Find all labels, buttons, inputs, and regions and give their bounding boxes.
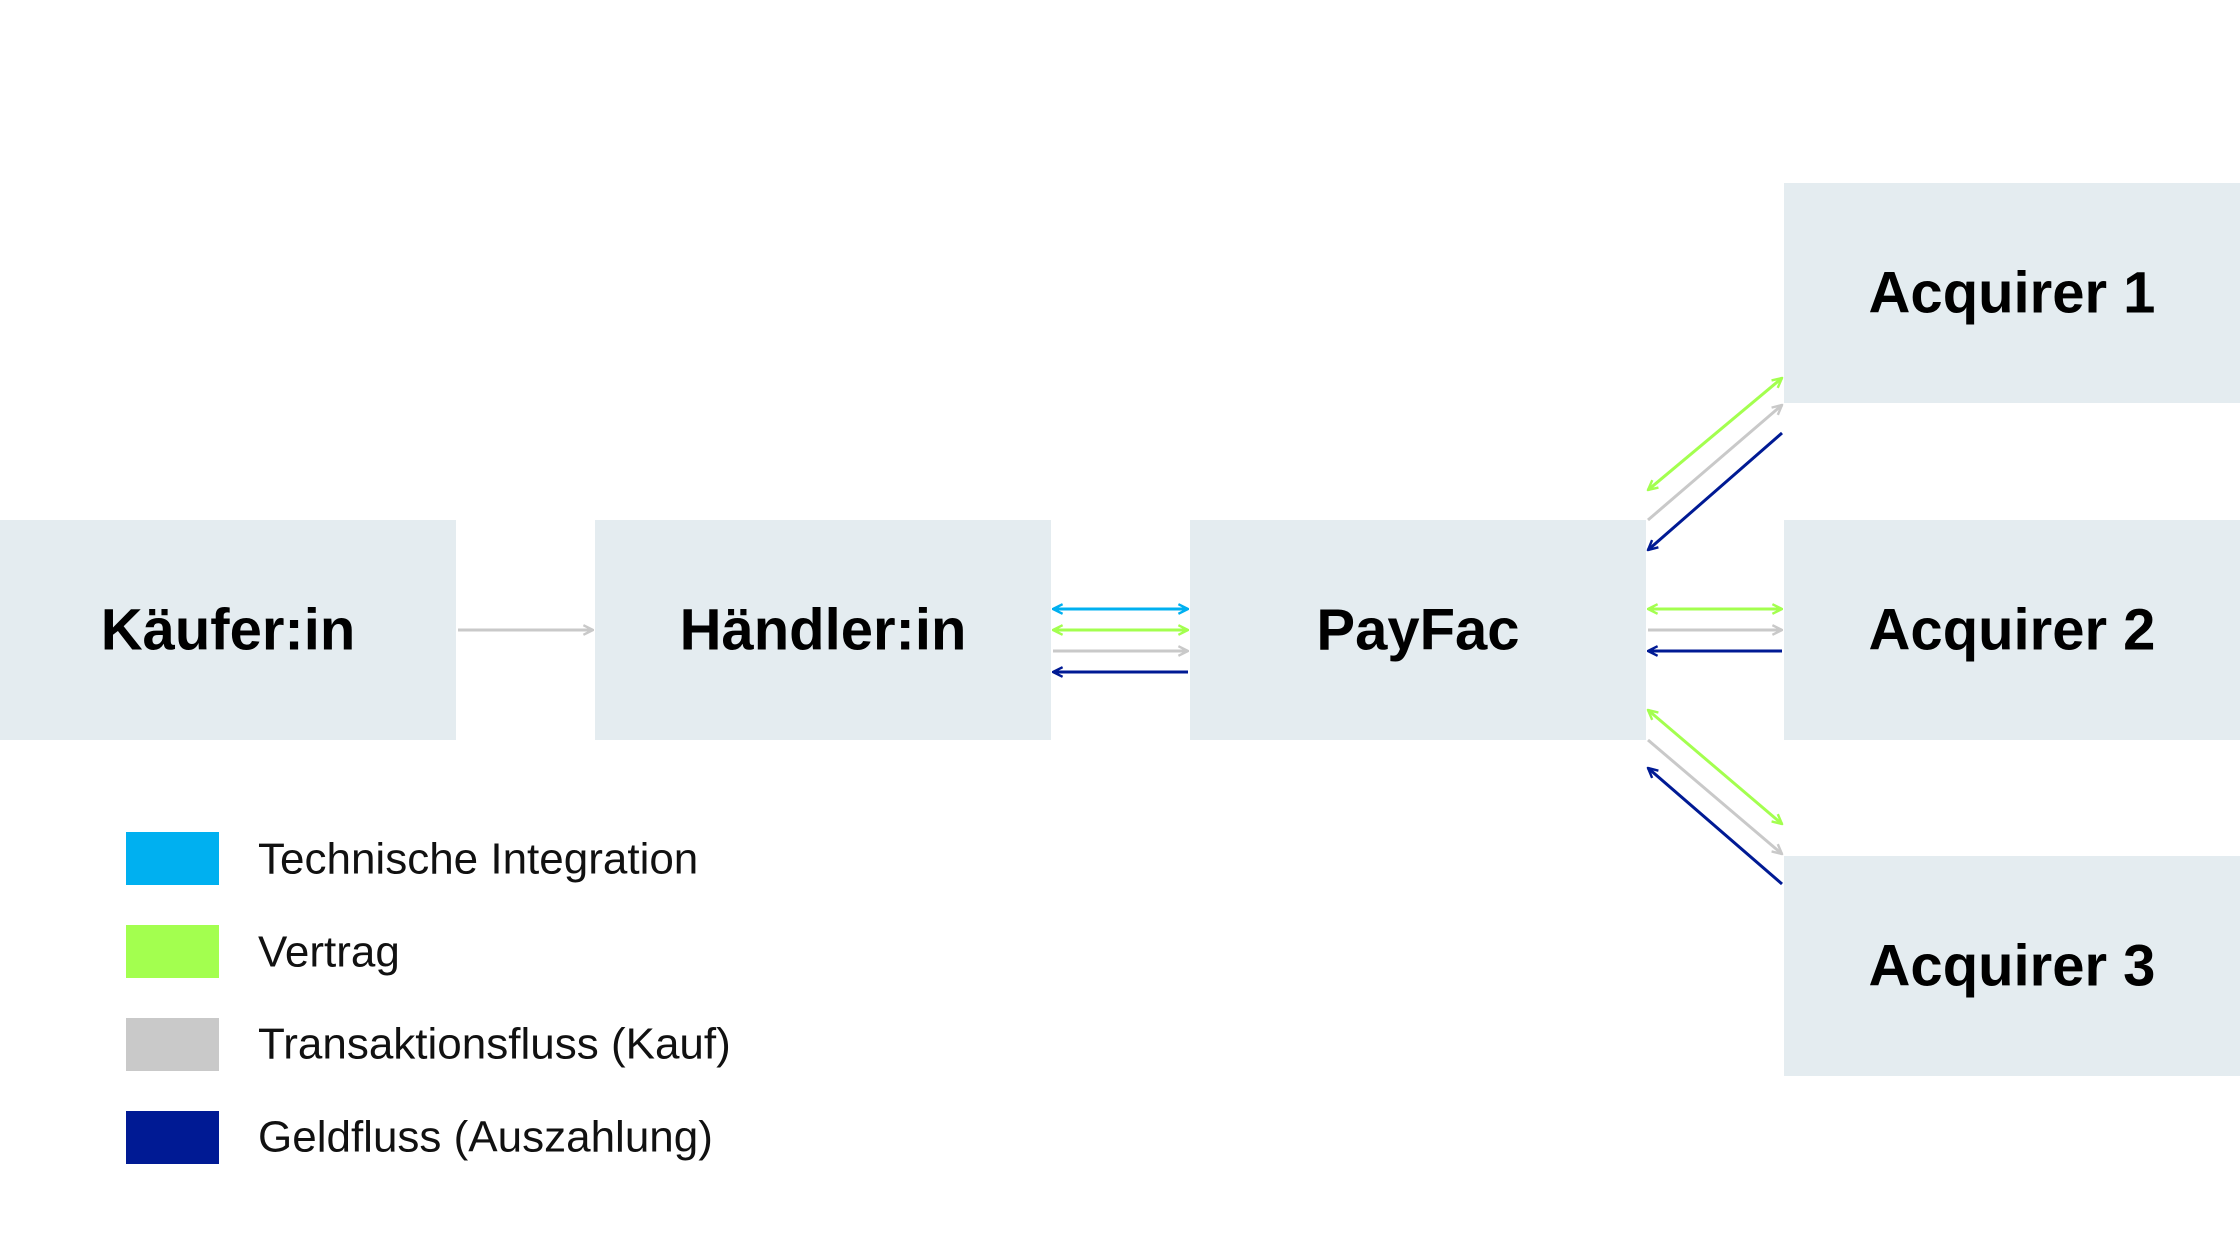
arrow-payfac-acquirer3-contract xyxy=(1648,710,1782,824)
legend-item-transaction: Transaktionsfluss (Kauf) xyxy=(126,1018,731,1071)
node-acquirer-2: Acquirer 2 xyxy=(1784,520,2240,740)
legend-swatch-money xyxy=(126,1111,219,1164)
node-acquirer-2-label: Acquirer 2 xyxy=(1869,598,2156,663)
node-acquirer-3: Acquirer 3 xyxy=(1784,856,2240,1076)
legend-swatch-contract xyxy=(126,925,219,978)
legend: Technische Integration Vertrag Transakti… xyxy=(126,832,731,1164)
node-buyer: Käufer:in xyxy=(0,520,456,740)
node-merchant: Händler:in xyxy=(595,520,1051,740)
legend-swatch-transaction xyxy=(126,1018,219,1071)
arrow-payfac-acquirer1-transaction xyxy=(1647,405,1782,522)
legend-swatch-technical xyxy=(126,832,219,885)
legend-label-transaction: Transaktionsfluss (Kauf) xyxy=(258,1020,731,1069)
node-buyer-label: Käufer:in xyxy=(101,598,356,663)
node-acquirer-3-label: Acquirer 3 xyxy=(1869,934,2156,999)
arrow-acquirer3-payfac-money xyxy=(1648,768,1783,886)
legend-label-money: Geldfluss (Auszahlung) xyxy=(258,1113,713,1162)
node-merchant-label: Händler:in xyxy=(680,598,967,663)
legend-item-contract: Vertrag xyxy=(126,925,400,978)
node-payfac: PayFac xyxy=(1190,520,1646,740)
legend-label-technical: Technische Integration xyxy=(258,835,698,884)
arrow-acquirer1-payfac-money xyxy=(1648,431,1783,550)
node-payfac-label: PayFac xyxy=(1316,598,1519,663)
node-acquirer-1: Acquirer 1 xyxy=(1784,183,2240,403)
legend-label-contract: Vertrag xyxy=(258,928,400,977)
arrow-payfac-acquirer3-transaction xyxy=(1647,738,1782,854)
arrow-payfac-acquirer1-contract xyxy=(1648,378,1782,490)
legend-item-money: Geldfluss (Auszahlung) xyxy=(126,1111,713,1164)
legend-item-technical: Technische Integration xyxy=(126,832,698,885)
node-acquirer-1-label: Acquirer 1 xyxy=(1869,261,2156,326)
